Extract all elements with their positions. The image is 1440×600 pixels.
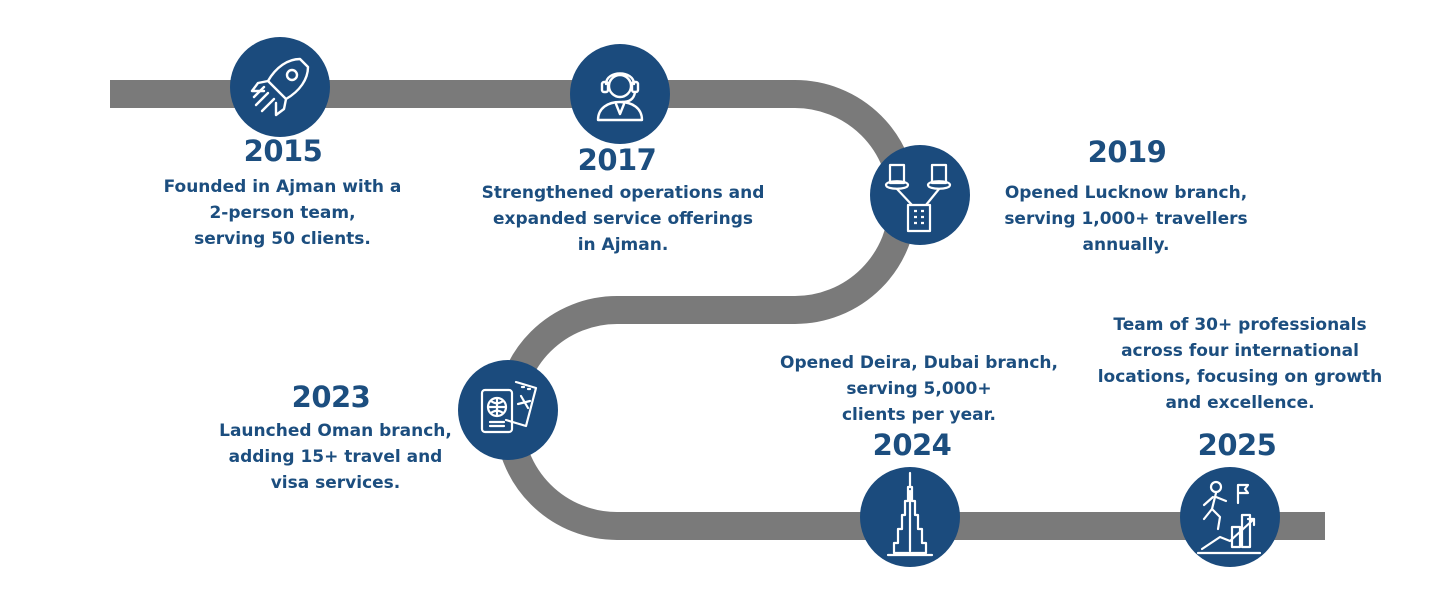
support-agent-icon — [596, 72, 644, 122]
passport-ticket-icon — [480, 380, 538, 434]
milestone-description-2015: Founded in Ajman with a 2-person team, s… — [163, 177, 402, 249]
milestone-description-2019: Opened Lucknow branch, serving 1,000+ tr… — [1004, 183, 1248, 255]
burj-khalifa-icon — [886, 471, 934, 557]
milestone-year-2017: 2017 — [577, 143, 657, 177]
milestone-description-2025: Team of 30+ professionals across four in… — [1097, 315, 1383, 413]
milestone-node-2025 — [1180, 467, 1280, 567]
milestone-node-2023 — [458, 360, 558, 460]
milestone-year-2024: 2024 — [872, 428, 952, 462]
rocket-icon — [250, 57, 310, 117]
milestone-node-2017 — [570, 44, 670, 144]
milestone-description-2023: Launched Oman branch, adding 15+ travel … — [219, 421, 452, 493]
milestone-node-2024 — [860, 467, 960, 567]
milestone-node-2015 — [230, 37, 330, 137]
milestone-year-2015: 2015 — [243, 134, 323, 168]
milestone-node-2019 — [870, 145, 970, 245]
climbing-growth-icon — [1196, 480, 1262, 555]
milestone-description-2017: Strengthened operations and expanded ser… — [481, 183, 765, 255]
milestone-year-2019: 2019 — [1087, 135, 1167, 169]
road-path — [110, 80, 1325, 540]
milestone-description-2024: Opened Deira, Dubai branch, serving 5,00… — [780, 353, 1058, 425]
buildings-network-icon — [884, 163, 952, 233]
milestone-year-2025: 2025 — [1197, 428, 1277, 462]
milestone-year-2023: 2023 — [291, 380, 371, 414]
